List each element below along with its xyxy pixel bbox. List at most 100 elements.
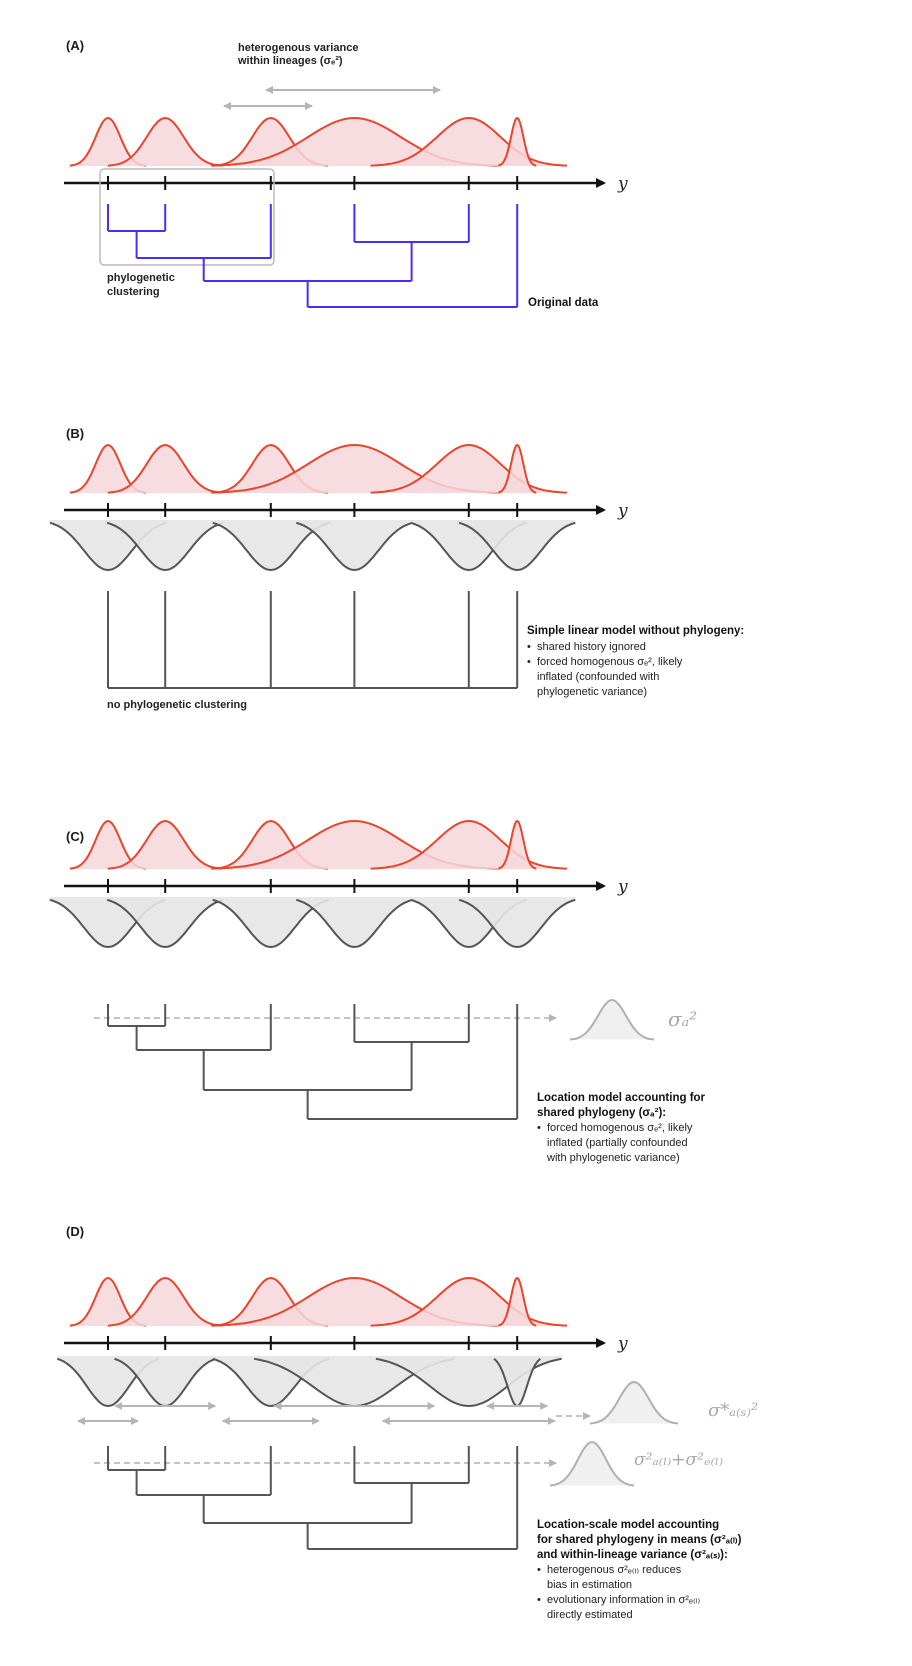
bullet-text: forced homogenous σₑ², likely: [547, 1122, 693, 1134]
sigma-location-label: σ²ₐ₍ₗ₎+σ²ₑ₍ₗ₎: [634, 1450, 723, 1470]
panel-a: (A) heterogenous variance within lineage…: [64, 38, 628, 309]
panel-d-title-line1: Location-scale model accounting: [537, 1519, 719, 1531]
observed-density-curve: [107, 1276, 223, 1327]
axis-ticks: [107, 176, 519, 190]
model-density-fill: [494, 1356, 541, 1406]
cluster-label-line1: phylogenetic: [107, 272, 175, 284]
model-density-fill: [296, 897, 413, 947]
scale-variance-density: [589, 1380, 679, 1425]
original-data-caption: Original data: [528, 297, 599, 309]
axis-ticks: [107, 1336, 519, 1350]
cluster-label-line2: clustering: [107, 286, 160, 298]
y-axis-label: y: [617, 877, 628, 897]
observed-distributions: [69, 819, 568, 870]
observed-distributions: [69, 116, 568, 167]
svg-text:•: •: [527, 656, 531, 668]
model-density-fill: [114, 1356, 216, 1406]
phylogenetic-clustering-box: [99, 168, 275, 266]
bullet-text: bias in estimation: [547, 1579, 632, 1591]
panel-b: (B) y Simple linear model without phylog…: [49, 426, 744, 711]
panel-d-title-line3: and within-lineage variance (σ²ₐ₍ₛ₎):: [537, 1549, 728, 1561]
panel-c-bullets: • forced homogenous σₑ², likely inflated…: [537, 1122, 693, 1164]
no-clustering-label: no phylogenetic clustering: [107, 699, 247, 711]
phylogenetic-tree: [107, 1004, 519, 1120]
model-density-fill: [212, 897, 329, 947]
density-curve: [589, 1380, 679, 1425]
variance-note-line2: within lineages (σₑ²): [237, 55, 343, 67]
model-density-curve: [296, 898, 413, 949]
y-axis-label: y: [617, 501, 628, 521]
density-fill: [570, 1000, 654, 1040]
phylogenetic-tree: [107, 204, 519, 308]
y-axis-label: y: [617, 174, 628, 194]
observed-density-fill: [107, 1278, 223, 1326]
bullet-text: inflated (confounded with: [537, 671, 659, 683]
observed-density-curve: [370, 116, 568, 167]
model-density-curve: [458, 898, 576, 949]
model-density-curve: [212, 521, 330, 572]
model-distributions: [56, 1356, 562, 1408]
bullet-text: evolutionary information in σ²ₑ₍ₗ₎: [547, 1594, 701, 1606]
observed-density-curve: [497, 1276, 537, 1327]
model-density-fill: [107, 520, 224, 570]
observed-density-curve: [107, 116, 223, 167]
within-lineage-variance-arrows: [77, 1402, 556, 1425]
density-curve: [549, 1440, 635, 1487]
model-distributions: [49, 897, 576, 949]
model-density-fill: [212, 520, 329, 570]
panel-b-bullets: • shared history ignored • forced homoge…: [527, 641, 683, 698]
bullet-text: heterogenous σ²ₑ₍ₗ₎ reduces: [547, 1564, 682, 1576]
bullet-text: shared history ignored: [537, 641, 646, 653]
svg-text:•: •: [537, 1564, 541, 1576]
panel-d-title-line2: for shared phylogeny in means (σ²ₐ₍ₗ₎): [537, 1534, 742, 1546]
axis-ticks: [107, 879, 519, 893]
density-fill: [550, 1442, 634, 1486]
observed-density-curve: [107, 443, 223, 494]
observed-distributions: [69, 443, 568, 494]
panel-d-label: (D): [66, 1224, 84, 1239]
density-curve: [569, 998, 655, 1041]
observed-density-fill: [69, 118, 147, 166]
panel-d: (D) y σ*ₐ₍ₛ₎² σ²ₐ₍ₗ₎+σ²ₑ₍ₗ₎ Location-sca…: [56, 1224, 758, 1621]
panel-c-label: (C): [66, 829, 84, 844]
model-density-curve: [106, 898, 224, 949]
density-fill: [590, 1382, 678, 1424]
observed-density-fill: [107, 821, 223, 869]
model-density-fill: [107, 897, 224, 947]
bullet-text: directly estimated: [547, 1609, 633, 1621]
model-density-fill: [459, 897, 576, 947]
observed-density-curve: [497, 443, 537, 494]
bullet-text: with phylogenetic variance): [546, 1152, 680, 1164]
bullet-text: phylogenetic variance): [537, 686, 647, 698]
variance-note-line1: heterogenous variance: [238, 42, 358, 54]
observed-density-curve: [107, 819, 223, 870]
model-density-fill: [296, 520, 413, 570]
observed-density-fill: [69, 1278, 147, 1326]
sigma-a-label: σₐ²: [668, 1007, 697, 1031]
phylogenetic-variance-density: [569, 998, 655, 1041]
bullet-text: forced homogenous σₑ², likely: [537, 656, 683, 668]
model-density-curve: [458, 521, 576, 572]
model-distributions: [49, 520, 576, 572]
phylogenetic-tree: [107, 1446, 519, 1550]
panel-c-title-line1: Location model accounting for: [537, 1092, 706, 1104]
model-density-curve: [106, 521, 224, 572]
panel-b-label: (B): [66, 426, 84, 441]
observed-density-fill: [69, 821, 147, 869]
observed-density-curve: [370, 819, 568, 870]
observed-density-fill: [107, 118, 223, 166]
model-density-curve: [296, 521, 413, 572]
star-phylogeny: [107, 591, 519, 689]
observed-density-fill: [107, 445, 223, 493]
observed-density-curve: [370, 443, 568, 494]
panel-b-title: Simple linear model without phylogeny:: [527, 625, 744, 637]
svg-text:•: •: [537, 1122, 541, 1134]
observed-density-curve: [497, 116, 537, 167]
axis-ticks: [107, 503, 519, 517]
y-axis-label: y: [617, 1334, 628, 1354]
observed-distributions: [69, 1276, 568, 1327]
observed-density-fill: [69, 445, 147, 493]
bullet-text: inflated (partially confounded: [547, 1137, 688, 1149]
location-variance-density: [549, 1440, 635, 1487]
